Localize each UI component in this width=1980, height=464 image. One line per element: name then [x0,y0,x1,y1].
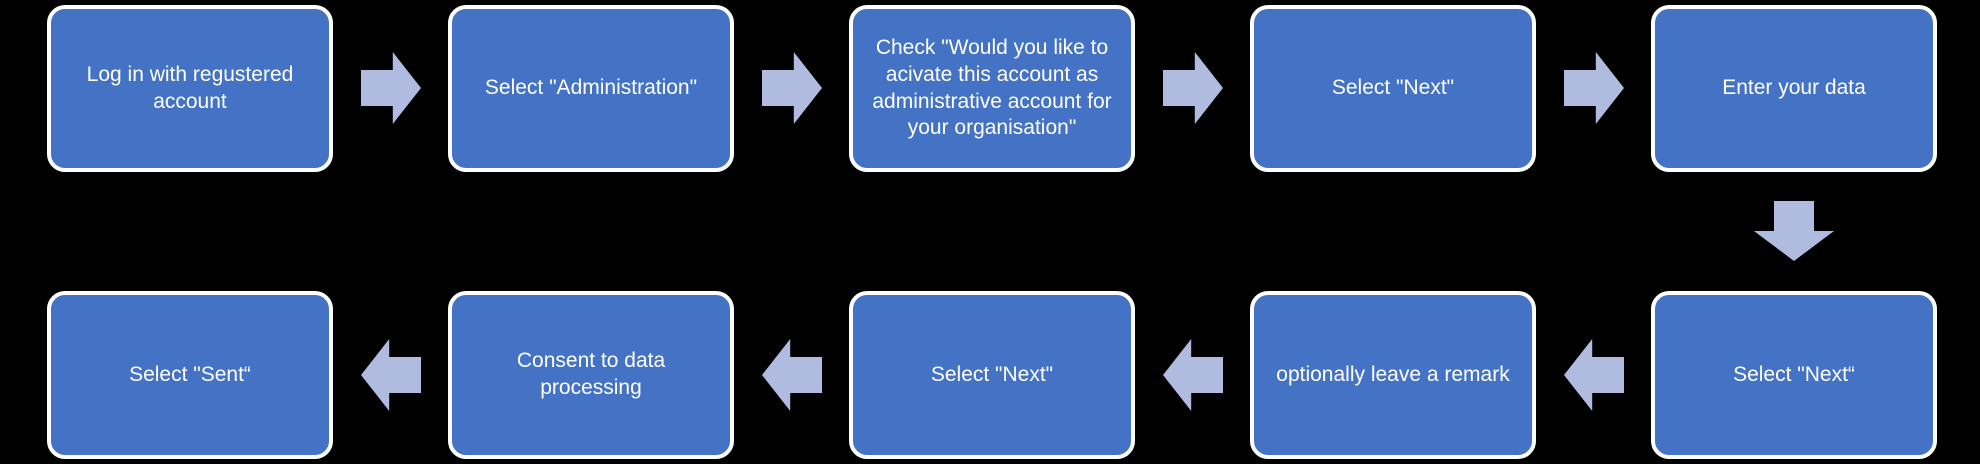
arrow-left-icon [1564,339,1624,411]
flow-step-consent-label: Consent to data processing [516,349,666,399]
arrow-right-icon [762,52,822,124]
arrow-left-icon [1163,339,1223,411]
arrow-left-icon [762,339,822,411]
arrow-right-icon [1163,52,1223,124]
flow-step-enter-data: Enter your data [1651,5,1937,172]
flow-step-remark-label: optionally leave a remark [1276,362,1510,386]
arrow-left-icon [361,339,421,411]
flow-step-check-activate-label: Check "Would you like to acivate this ac… [872,35,1112,140]
flow-step-check-activate: Check "Would you like to acivate this ac… [849,5,1135,172]
flow-step-enter-data-label: Enter your data [1722,76,1866,100]
flow-step-login-label: Log in with regustered account [86,62,294,113]
flow-step-sent-label: Select "Sent“ [129,362,251,386]
flow-step-remark: optionally leave a remark [1250,291,1536,459]
flow-step-next-3-label: Select "Next" [930,362,1054,386]
flow-step-administration-label: Select "Administration" [484,76,698,100]
arrow-right-icon [1564,52,1624,124]
flow-step-next-2: Select "Next“ [1651,291,1937,459]
flow-step-next-2-label: Select "Next“ [1733,362,1855,386]
flow-step-sent: Select "Sent“ [47,291,333,459]
flow-step-next-1-label: Select "Next" [1331,76,1455,100]
flow-step-consent: Consent to data processing [448,291,734,459]
arrow-down-icon [1754,201,1834,261]
flow-step-next-1: Select "Next" [1250,5,1536,172]
flow-step-login: Log in with regustered account [47,5,333,172]
flow-step-next-3: Select "Next" [849,291,1135,459]
flow-step-administration: Select "Administration" [448,5,734,172]
arrow-right-icon [361,52,421,124]
